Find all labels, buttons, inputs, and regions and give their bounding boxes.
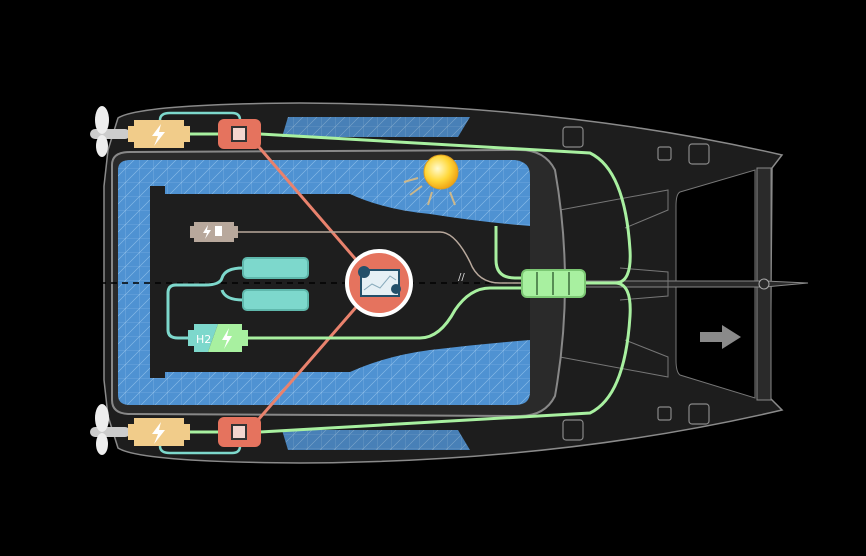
gear-icon [358,266,370,278]
electric-motor-bottom [128,418,190,446]
battery-lines [166,266,244,340]
fuel-line [238,231,522,284]
motor-controller-top [218,119,261,149]
battery-bank-1 [242,257,309,279]
lightning-icon [152,422,165,444]
fuel-pump-icon [215,226,222,236]
control-lines [256,145,360,421]
propeller-bottom-icon [90,404,130,455]
battery-bank-2 [242,289,309,311]
sun-icon [403,154,459,206]
hydrogen-fuel-cell: H2 [188,324,248,352]
chip-icon [231,424,247,440]
propeller-top-icon [90,106,130,157]
electric-motor-top [128,120,190,148]
motor-controller-bottom [218,417,261,447]
lightning-icon [203,225,211,239]
main-battery [521,269,586,298]
solar-strip-bottom [282,430,470,450]
direction-arrow-icon [700,325,741,349]
hatches [562,126,710,441]
generator [190,222,238,242]
line-break-mark: // [458,272,465,283]
energy-management-system [345,249,413,317]
gear-icon [391,284,401,294]
cooling-lines [158,111,242,455]
solar-strip-top [282,117,470,137]
mast-step [758,278,770,290]
deck-lines [559,189,669,378]
fuel-cell-label: H2 [196,333,211,346]
power-lines [190,132,632,434]
lightning-icon [152,124,165,146]
lightning-icon [222,328,232,349]
chip-icon [231,126,247,142]
